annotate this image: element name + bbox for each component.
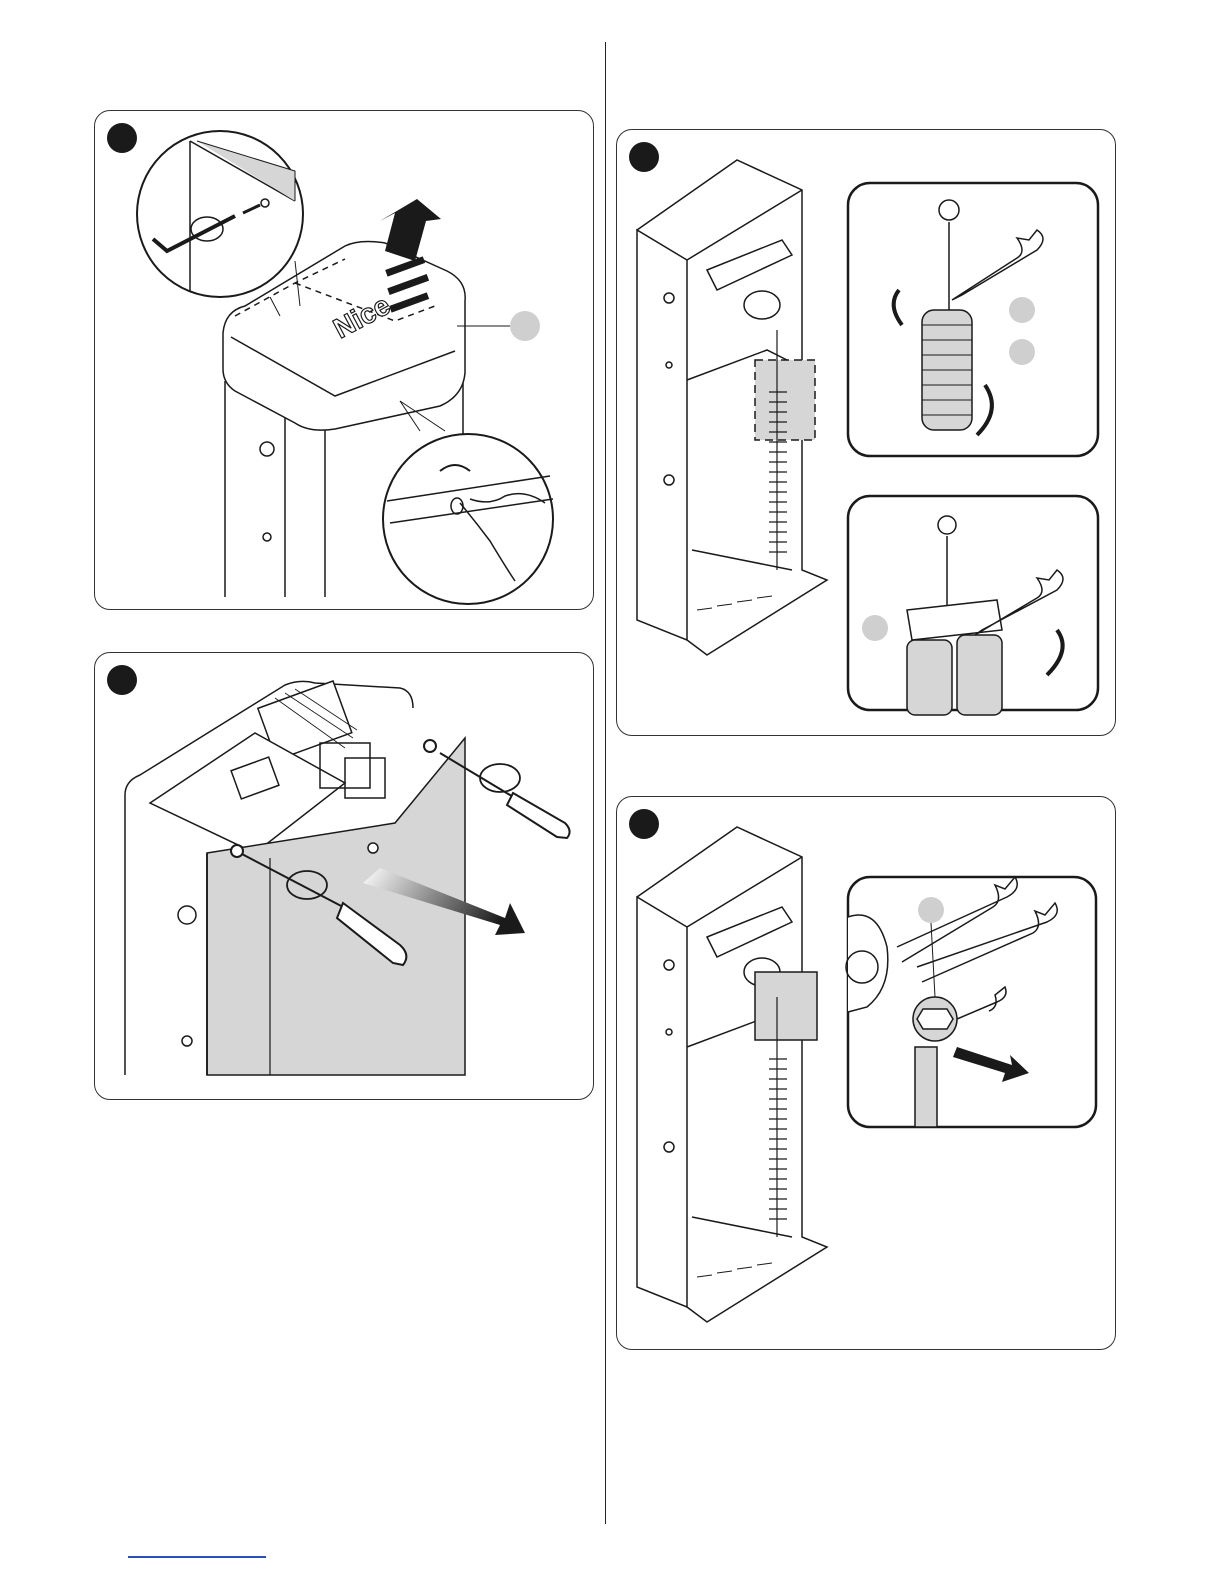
- figure-panel-spring-adjust: [616, 129, 1116, 736]
- footer-link-underline[interactable]: [128, 1556, 266, 1558]
- cabinet-screws-illustration: [95, 653, 594, 1100]
- part-callout-marker: [862, 615, 888, 641]
- figure-panel-cabinet-screws: [94, 652, 594, 1100]
- barrier-cabinet: [637, 160, 827, 655]
- page-column-divider: [605, 42, 606, 1524]
- detail-box-spring-bracket: [848, 496, 1098, 715]
- detail-box-spring-nut: [848, 183, 1098, 456]
- cover-removal-illustration: Nice: [95, 111, 594, 610]
- part-callout-marker: [1009, 339, 1035, 365]
- spring-release-illustration: [617, 797, 1116, 1350]
- detail-magnifier-screw: [383, 401, 553, 604]
- spring-adjust-illustration: [617, 130, 1116, 736]
- column-hole: [260, 442, 274, 456]
- figure-panel-spring-release: [616, 796, 1116, 1350]
- barrier-cabinet: [637, 827, 827, 1322]
- threaded-rod: [915, 1047, 937, 1127]
- figure-panel-cover-removal: Nice: [94, 110, 594, 610]
- transformer: [345, 758, 385, 798]
- detail-area-highlight: [755, 360, 815, 440]
- detail-box-eyelet-nut: [846, 877, 1096, 1127]
- column-screw: [263, 533, 271, 541]
- part-callout-marker: [510, 311, 540, 341]
- part-callout-marker: [918, 897, 944, 923]
- part-callout-marker: [1009, 297, 1035, 323]
- spring-coil: [769, 1059, 787, 1219]
- detail-area-highlight: [755, 972, 817, 1040]
